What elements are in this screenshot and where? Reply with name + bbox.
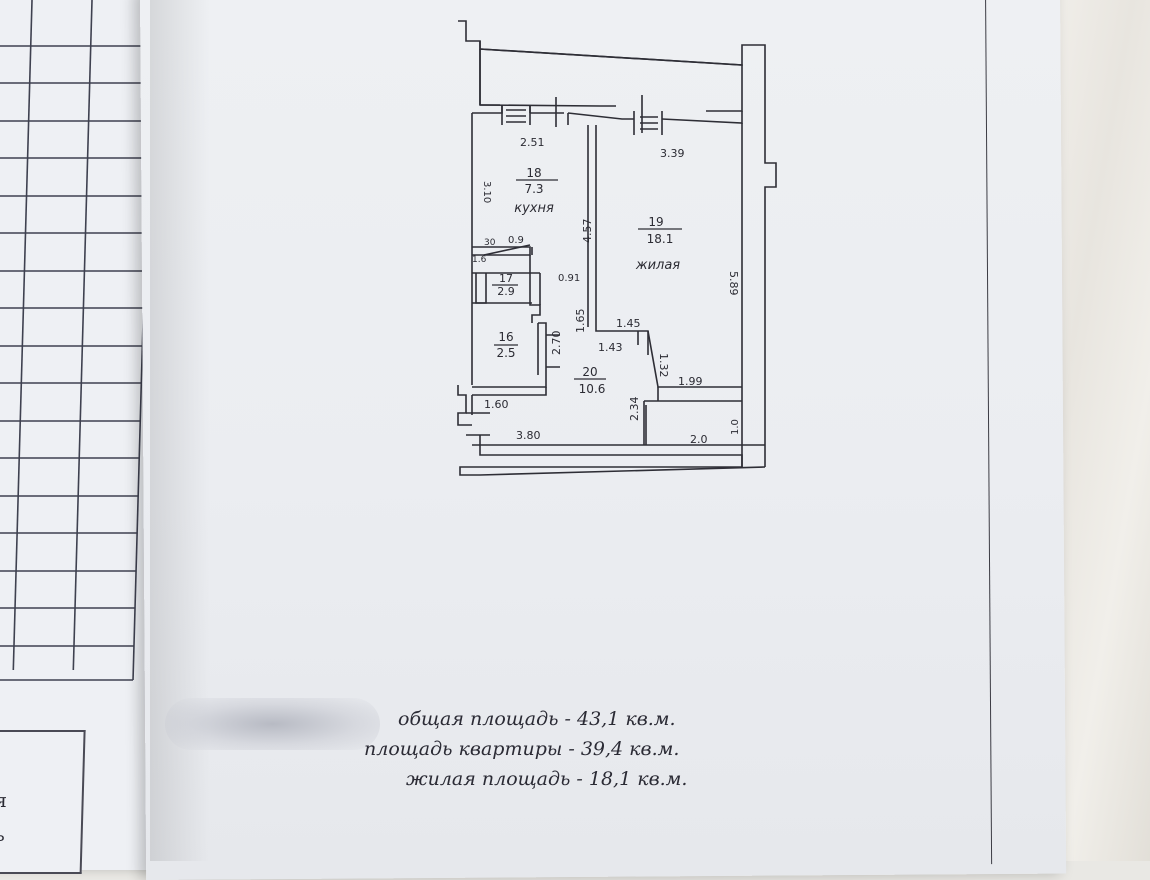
left-page-text-2: дь [0, 824, 6, 846]
room-19-area: 18.1 [647, 232, 674, 246]
room-17-number: 17 [499, 272, 513, 285]
room-16-area: 2.5 [496, 346, 515, 360]
dim-3-39: 3.39 [660, 147, 685, 160]
area-summary: общая площадь - 43,1 кв.м. площадь кварт… [330, 704, 750, 794]
balcony-line [479, 48, 743, 112]
dim-5-89: 5.89 [727, 271, 740, 296]
dim-2-34: 2.34 [628, 397, 641, 422]
dim-2-70: 2.70 [550, 331, 563, 356]
left-page-table [0, 0, 154, 681]
dim-0-91: 0.91 [558, 273, 580, 284]
wall [457, 385, 473, 426]
dim-1-0: 1.0 [730, 419, 741, 435]
room-20-number: 20 [582, 365, 597, 379]
dim-1-6: 1.6 [472, 255, 487, 265]
dim-1-32: 1.32 [657, 353, 670, 378]
dim-3-80: 3.80 [516, 429, 541, 442]
wall [472, 105, 503, 114]
window [633, 111, 663, 135]
window [501, 105, 531, 125]
balcony-line [479, 104, 601, 107]
door-mark [600, 105, 712, 112]
room-19-number: 19 [648, 215, 663, 229]
wall [472, 322, 547, 388]
page-frame-line [984, 0, 994, 865]
dim-3-10: 3.10 [481, 181, 492, 203]
dim-4-57: 4.57 [581, 219, 594, 244]
apartment-area-line: площадь квартиры - 39,4 кв.м. [364, 738, 680, 760]
total-area-line: общая площадь - 43,1 кв.м. [398, 708, 676, 730]
dim-0-9: 0.9 [508, 235, 524, 246]
room-18-area: 7.3 [524, 182, 543, 196]
wall [472, 246, 531, 256]
dim-1-60: 1.60 [484, 398, 509, 411]
room-17-area: 2.9 [497, 285, 515, 298]
room-19-name: жилая [635, 258, 680, 273]
dim-1-65: 1.65 [574, 309, 587, 334]
wall [466, 412, 490, 436]
room-16-number: 16 [498, 330, 513, 344]
living-area-line: жилая площадь - 18,1 кв.м. [406, 768, 688, 790]
room-18-name: кухня [514, 201, 554, 216]
dim-1-43: 1.43 [598, 341, 623, 354]
left-page-text-1: ая [0, 790, 8, 812]
door-mark [546, 334, 560, 368]
wall [472, 387, 547, 396]
window-mark [555, 95, 643, 133]
floor-plan: 18 7.3 кухня 19 18.1 жилая 17 2.9 16 2.5… [457, 20, 777, 476]
dim-30: 30 [484, 238, 496, 248]
outer-wall [458, 20, 500, 106]
wall [529, 255, 541, 323]
room-20-area: 10.6 [579, 382, 606, 396]
dim-1-99: 1.99 [678, 375, 703, 388]
wall [479, 466, 766, 476]
wall [661, 111, 743, 124]
wall [475, 273, 487, 304]
room-18-number: 18 [526, 166, 541, 180]
door [483, 244, 533, 256]
dim-2-51: 2.51 [520, 136, 545, 149]
dim-1-45: 1.45 [616, 317, 641, 330]
redacted-area [165, 698, 380, 750]
wall [567, 112, 634, 125]
dim-2-0: 2.0 [690, 433, 708, 446]
